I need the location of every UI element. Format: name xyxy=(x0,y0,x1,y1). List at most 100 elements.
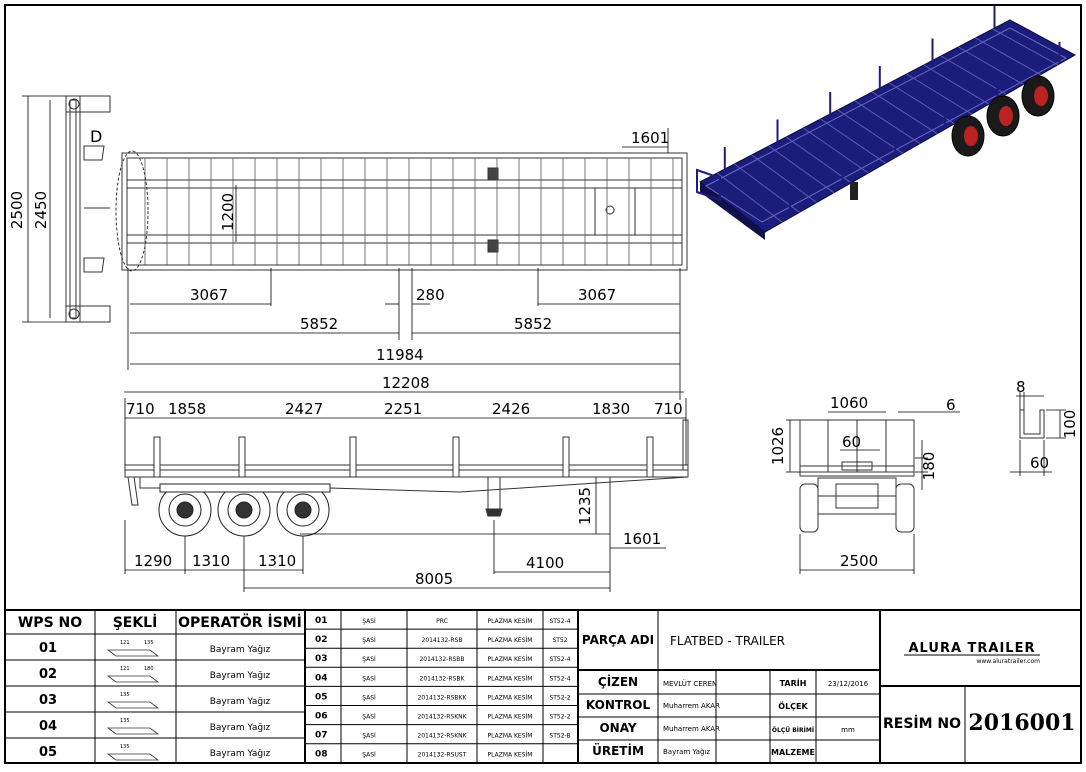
iso-rib xyxy=(716,172,783,223)
company-website: www.aluratrailer.com xyxy=(976,658,1040,665)
iso-rib xyxy=(785,136,852,184)
profile-detail xyxy=(1019,409,1045,439)
isometric-trailer-view xyxy=(696,6,1077,240)
production-label: ÜRETİM xyxy=(592,743,644,758)
side-dim-lines xyxy=(124,398,687,592)
iso-rib xyxy=(940,55,1007,95)
iso-rib xyxy=(854,100,921,144)
parts-no: 04 xyxy=(315,673,328,683)
parts-process: PLAZMA KESİM xyxy=(488,752,533,759)
weld-row-operator: Bayram Yağız xyxy=(210,697,271,707)
side-view-wheels xyxy=(158,483,331,537)
parts-process: PLAZMA KESİM xyxy=(488,618,533,625)
weld-symbol xyxy=(106,675,160,683)
dim-kingpin-to-axle: 8005 xyxy=(415,570,453,588)
top-view-crossmembers xyxy=(144,158,674,265)
weld-mark: 121 xyxy=(120,640,130,646)
dim-profile-width: 60 xyxy=(1030,454,1049,472)
dim-leg-to-axle: 4100 xyxy=(526,554,564,572)
weld-symbol xyxy=(106,727,160,735)
unit: mm xyxy=(841,726,855,734)
iso-rib xyxy=(820,118,886,164)
checked-by: Muharrem AKAR xyxy=(663,702,720,710)
iso-rib xyxy=(871,91,938,135)
parts-no: 07 xyxy=(315,731,328,741)
dim-stake-6: 1830 xyxy=(592,400,630,418)
company-name: ALURA TRAILER xyxy=(909,641,1036,656)
dim-axle-gap2: 1310 xyxy=(258,552,296,570)
iso-rib xyxy=(958,46,1024,85)
dim-stake-1: 710 xyxy=(126,400,155,418)
weld-mark: 135 xyxy=(120,692,130,698)
weld-row-no: 03 xyxy=(39,693,57,708)
dim-stake-4: 2251 xyxy=(384,400,422,418)
dim-stake-width: 1060 xyxy=(830,394,868,412)
drawing-number: 2016001 xyxy=(968,710,1075,736)
parts-name: ŞASİ xyxy=(362,618,376,625)
weld-symbol xyxy=(106,649,160,657)
approved-by: Muharrem AKAR xyxy=(663,725,720,733)
profile-dim-lines xyxy=(1010,392,1066,476)
iso-rib xyxy=(906,73,972,115)
parts-no: 05 xyxy=(315,692,328,702)
rear-view xyxy=(799,419,915,533)
side-view-stakes xyxy=(153,436,654,478)
iso-rib xyxy=(768,145,835,194)
side-stake xyxy=(349,436,357,478)
iso-rib xyxy=(889,82,955,125)
parts-process: PLAZMA KESİM xyxy=(488,675,533,682)
approve-label: ONAY xyxy=(599,721,636,735)
dim-inner-width: 2450 xyxy=(32,191,50,229)
dim-profile-thickness: 8 xyxy=(1016,378,1026,396)
company-logo: ALURA TRAILER www.aluratrailer.com xyxy=(904,641,1040,665)
weld-row-operator: Bayram Yağız xyxy=(210,645,271,655)
part-name-label: PARÇA ADI xyxy=(582,633,654,647)
top-view-frame xyxy=(115,150,688,272)
iso-rib xyxy=(923,64,990,105)
dim-left-seg: 3067 xyxy=(190,286,228,304)
dim-stake-7: 710 xyxy=(654,400,683,418)
parts-name: ŞASİ xyxy=(362,675,376,682)
dim-profile-height: 100 xyxy=(1061,410,1079,439)
parts-code: 2014132-RSUST xyxy=(418,752,467,759)
parts-code: 2014132-RSBB xyxy=(419,656,464,663)
side-stake xyxy=(452,436,460,478)
parts-material: ST52-B xyxy=(549,733,570,740)
drawn-label: ÇİZEN xyxy=(598,674,638,689)
weld-mark: 135 xyxy=(120,744,130,750)
produced-by: Bayram Yağız xyxy=(663,748,710,756)
front-end-view xyxy=(65,95,111,323)
parts-code: 2014132-RSKNK xyxy=(417,714,467,721)
parts-no: 08 xyxy=(315,750,328,760)
parts-process: PLAZMA KESİM xyxy=(488,637,533,644)
dim-half-left: 5852 xyxy=(300,315,338,333)
parts-process: PLAZMA KESİM xyxy=(488,733,533,740)
parts-no: 06 xyxy=(315,712,328,722)
parts-no: 03 xyxy=(315,654,328,664)
title-block-frame xyxy=(4,609,1082,764)
drawn-by: MEVLÜT CEREN xyxy=(663,679,717,688)
material-label: MALZEME xyxy=(771,748,815,757)
parts-material: ST52 xyxy=(552,637,567,644)
dim-rail-height: 60 xyxy=(842,433,861,451)
parts-code: 2014132-RSKNK xyxy=(417,733,467,740)
weld-row-operator: Bayram Yağız xyxy=(210,723,271,733)
iso-rib xyxy=(803,127,869,174)
dim-cross-member: 1200 xyxy=(219,193,237,231)
dim-stake-5: 2426 xyxy=(492,400,530,418)
dim-plate: 6 xyxy=(946,396,956,414)
parts-no: 01 xyxy=(315,616,328,626)
dim-track: 2500 xyxy=(840,552,878,570)
parts-material: ST52-4 xyxy=(549,675,570,682)
dim-rear-overhang-side: 1601 xyxy=(623,530,661,548)
date-label: TARİH xyxy=(780,678,807,688)
part-name: FLATBED - TRAILER xyxy=(670,634,785,648)
scale-label: ÖLÇEK xyxy=(778,701,808,711)
side-stake xyxy=(562,436,570,478)
weld-symbol xyxy=(106,701,160,709)
weld-mark: 180 xyxy=(144,666,154,672)
parts-material: ST52-2 xyxy=(549,714,570,721)
